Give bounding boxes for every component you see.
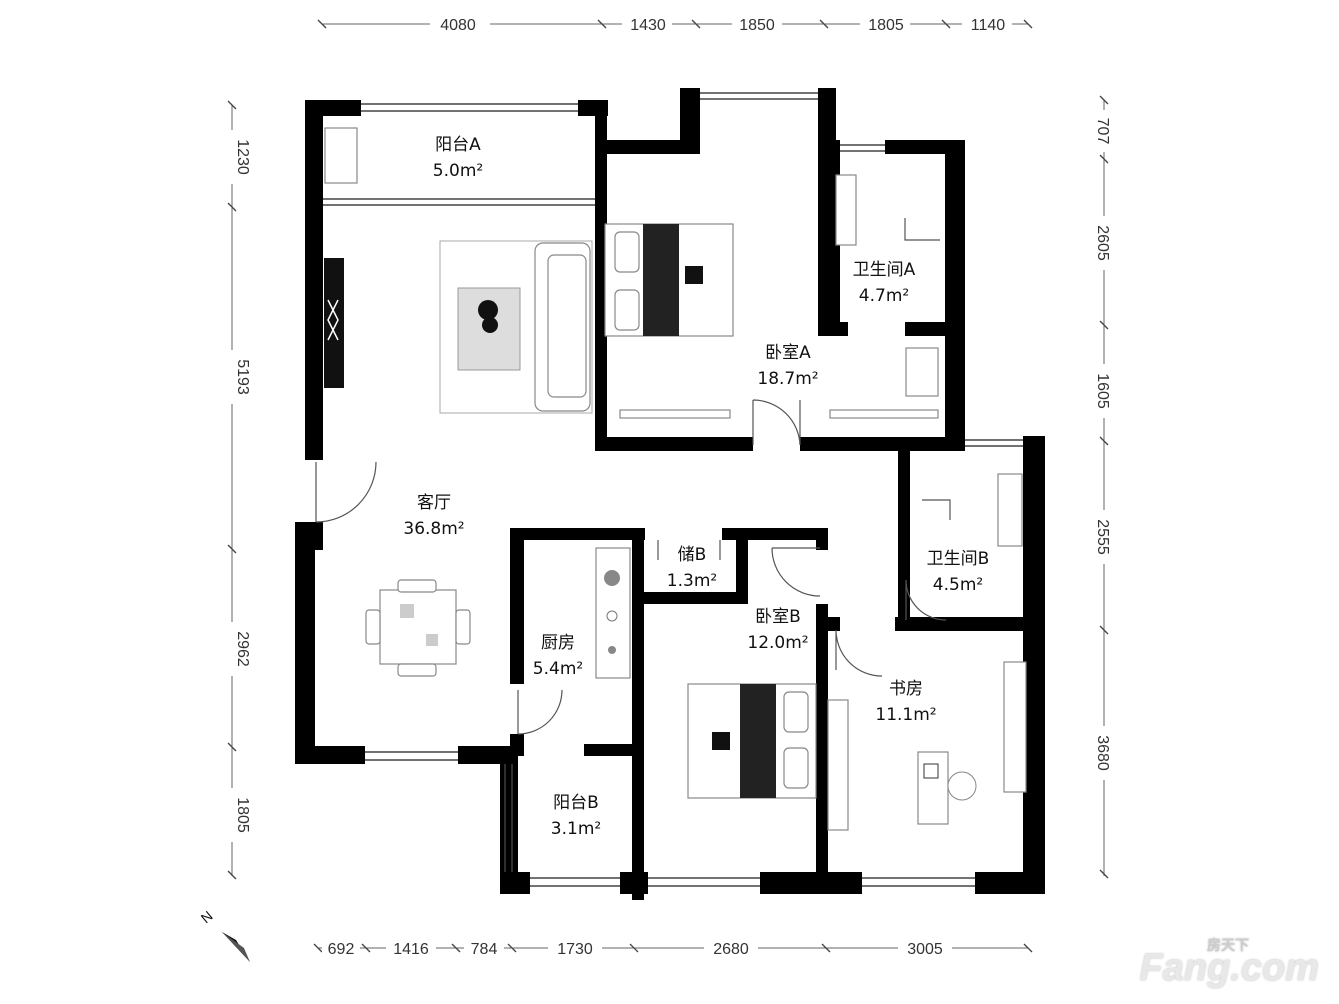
doors bbox=[315, 399, 947, 735]
room-name-bath-b: 卫生间B bbox=[927, 549, 990, 569]
north-arrow-icon: N bbox=[198, 908, 250, 962]
room-labels: 阳台A 5.0m² 卧室A 18.7m² 卫生间A 4.7m² 客厅 36.8m… bbox=[403, 135, 989, 839]
dim-bottom-6: 3005 bbox=[907, 941, 943, 958]
right-dimension-line: 707 2605 1605 2555 3680 bbox=[1094, 95, 1114, 879]
bedroom-a-bed bbox=[604, 223, 939, 419]
dim-bottom-1: 692 bbox=[328, 941, 355, 958]
room-name-study: 书房 bbox=[889, 679, 923, 699]
room-name-balcony-a: 阳台A bbox=[435, 135, 481, 155]
room-area-balcony-b: 3.1m² bbox=[551, 819, 601, 839]
room-name-balcony-b: 阳台B bbox=[553, 793, 599, 813]
north-label: N bbox=[198, 908, 216, 927]
room-name-bath-a: 卫生间A bbox=[853, 260, 916, 280]
dining-table bbox=[365, 579, 471, 677]
room-area-balcony-a: 5.0m² bbox=[433, 161, 483, 181]
dim-bottom-4: 1730 bbox=[557, 941, 593, 958]
room-area-storage-b: 1.3m² bbox=[667, 571, 717, 591]
dim-left-1: 1230 bbox=[234, 139, 251, 175]
bedroom-b-bed bbox=[687, 683, 849, 831]
dim-top-1: 4080 bbox=[440, 17, 476, 34]
dim-right-2: 2605 bbox=[1094, 225, 1111, 261]
fang-com-watermark-logo: Fang.com 房天下 bbox=[1139, 937, 1319, 990]
windows bbox=[323, 92, 1023, 887]
room-name-kitchen: 厨房 bbox=[541, 633, 575, 653]
dim-bottom-2: 1416 bbox=[393, 941, 429, 958]
dim-left-4: 1805 bbox=[234, 797, 251, 833]
room-area-living: 36.8m² bbox=[403, 519, 464, 539]
room-area-bath-b: 4.5m² bbox=[933, 575, 983, 595]
living-room-furniture bbox=[324, 127, 593, 414]
room-name-bedroom-a: 卧室A bbox=[765, 343, 811, 363]
room-name-storage-b: 储B bbox=[678, 545, 707, 565]
watermark-brand: Fang.com bbox=[1139, 947, 1319, 989]
dim-right-1: 707 bbox=[1094, 118, 1111, 145]
dim-top-3: 1850 bbox=[739, 17, 775, 34]
dim-bottom-3: 784 bbox=[471, 941, 498, 958]
top-dimension-line: 4080 1430 1850 1805 1140 bbox=[317, 14, 1033, 34]
room-area-bath-a: 4.7m² bbox=[859, 286, 909, 306]
room-area-bedroom-b: 12.0m² bbox=[747, 633, 808, 653]
room-area-kitchen: 5.4m² bbox=[533, 659, 583, 679]
dim-top-5: 1140 bbox=[971, 17, 1006, 34]
study-furniture bbox=[917, 661, 1027, 825]
dim-top-2: 1430 bbox=[630, 17, 666, 34]
dim-right-4: 2555 bbox=[1094, 519, 1111, 555]
walls bbox=[295, 88, 1045, 900]
dim-left-2: 5193 bbox=[234, 359, 251, 395]
dim-left-3: 2962 bbox=[234, 631, 251, 667]
dim-right-5: 3680 bbox=[1094, 735, 1111, 771]
dim-top-4: 1805 bbox=[868, 17, 904, 34]
dim-bottom-5: 2680 bbox=[713, 941, 749, 958]
room-name-bedroom-b: 卧室B bbox=[755, 607, 801, 627]
left-dimension-line: 1230 5193 2962 1805 bbox=[222, 100, 251, 880]
room-area-bedroom-a: 18.7m² bbox=[757, 369, 818, 389]
dim-right-3: 1605 bbox=[1094, 373, 1111, 409]
watermark-cn: 房天下 bbox=[1207, 937, 1249, 953]
bottom-dimension-line: 692 1416 784 1730 2680 3005 bbox=[313, 938, 1033, 958]
room-area-study: 11.1m² bbox=[875, 705, 936, 725]
bath-a-fixtures bbox=[835, 174, 940, 246]
bath-b-fixtures bbox=[922, 473, 1023, 547]
kitchen-fixtures bbox=[595, 547, 631, 679]
room-name-living: 客厅 bbox=[417, 493, 451, 513]
